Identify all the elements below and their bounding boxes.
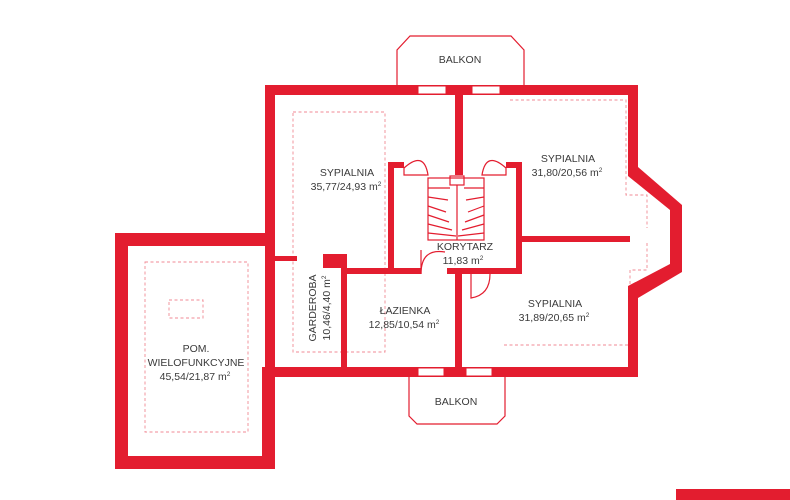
balcony-bottom-outline: [408, 371, 506, 425]
balcony-top-outline: [396, 35, 525, 89]
dashed-height-lines: [144, 99, 648, 433]
multipurpose-name-line1: POM.: [183, 343, 210, 355]
multipurpose-area: 45,54/21,87 m2: [160, 371, 231, 383]
doors: [403, 159, 507, 299]
bathroom-area: 12,85/10,54 m2: [369, 319, 440, 331]
bedroom-ne-area: 31,80/20,56 m2: [532, 167, 603, 179]
multipurpose-name-line2: WIELOFUNKCYJNE: [148, 357, 245, 369]
corner-accent-bar: [676, 489, 790, 500]
wardrobe-name: GARDEROBA: [307, 274, 319, 341]
balcony-bottom-label: BALKON: [435, 396, 478, 408]
bedroom-nw-area: 35,77/24,93 m2: [311, 181, 382, 193]
balcony-top-label: BALKON: [439, 54, 482, 66]
windows: [417, 85, 501, 377]
bedroom-nw-name: SYPIALNIA: [320, 167, 374, 179]
bedroom-se-area: 31,89/20,65 m2: [519, 312, 590, 324]
wardrobe-area: 10,46/4,40 m2: [321, 275, 333, 340]
bedroom-ne-name: SYPIALNIA: [541, 153, 595, 165]
corridor-area: 11,83 m2: [443, 255, 484, 267]
bathroom-name: ŁAZIENKA: [380, 305, 431, 317]
walls: [115, 85, 682, 469]
staircase: [427, 175, 485, 241]
corridor-name: KORYTARZ: [437, 241, 494, 253]
bedroom-se-name: SYPIALNIA: [528, 298, 582, 310]
